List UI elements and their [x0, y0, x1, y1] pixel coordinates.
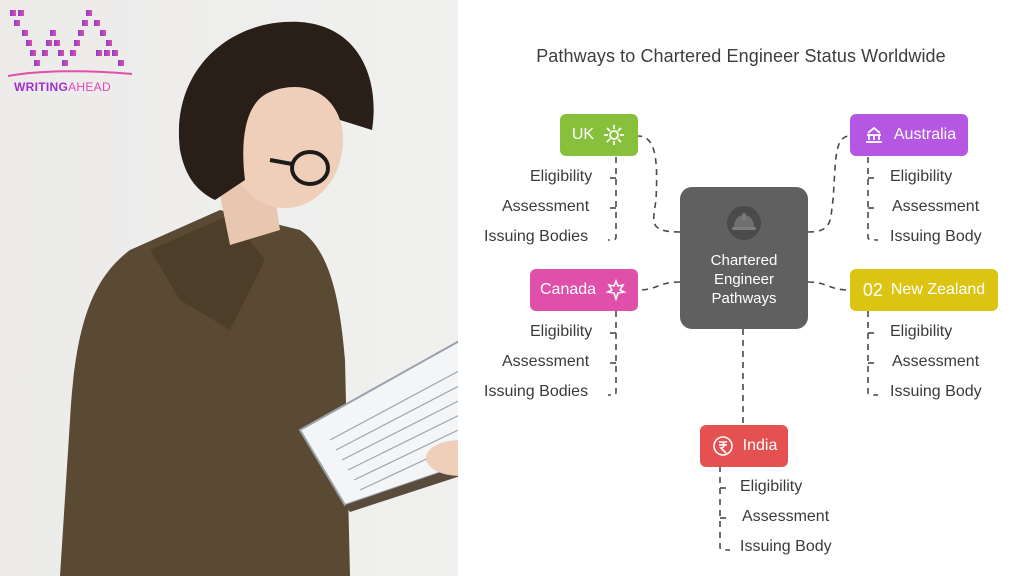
connector-lines — [607, 135, 879, 551]
node-india: India — [700, 425, 788, 467]
center-label-line-3: Pathways — [711, 290, 777, 307]
new-zealand-number-badge: 02 — [862, 279, 883, 300]
node-australia-label: Australia — [893, 126, 957, 143]
gear-cog-icon — [602, 123, 626, 147]
diagram-title: Pathways to Chartered Engineer Status Wo… — [536, 46, 946, 66]
canada-item-eligibility: Eligibility — [530, 323, 593, 340]
node-new-zealand: 02 New Zealand — [850, 269, 998, 311]
india-item-eligibility: Eligibility — [740, 478, 803, 495]
rupee-globe-icon — [711, 434, 735, 458]
node-uk: UK — [560, 114, 638, 156]
new-zealand-item-eligibility: Eligibility — [890, 323, 953, 340]
writing-ahead-logo — [7, 10, 133, 77]
center-node-chartered-engineer-pathways: Chartered Engineer Pathways — [680, 187, 808, 329]
node-australia: Australia — [850, 114, 968, 156]
new-zealand-item-assessment: Assessment — [892, 353, 980, 370]
logo-word-writing: WRITING — [14, 80, 69, 94]
center-label-line-1: Chartered — [710, 252, 778, 269]
uk-item-issuing-bodies: Issuing Bodies — [484, 228, 589, 245]
uk-item-eligibility: Eligibility — [530, 168, 593, 185]
canada-item-issuing-bodies: Issuing Bodies — [484, 383, 589, 400]
node-uk-label: UK — [571, 126, 595, 143]
new-zealand-item-issuing-body: Issuing Body — [890, 383, 982, 400]
hard-hat-icon — [727, 206, 761, 240]
node-india-label: India — [742, 437, 778, 454]
diagram-panel: Pathways to Chartered Engineer Status Wo… — [458, 0, 1024, 576]
australia-item-assessment: Assessment — [892, 198, 980, 215]
uk-item-assessment: Assessment — [502, 198, 590, 215]
logo-word-ahead: AHEAD — [68, 80, 111, 94]
australia-item-eligibility: Eligibility — [890, 168, 953, 185]
india-item-assessment: Assessment — [742, 508, 830, 525]
logo-wordmark: WRITINGAHEAD — [14, 80, 144, 94]
network-hierarchy-icon — [862, 123, 886, 147]
node-canada: Canada — [530, 269, 638, 311]
australia-item-issuing-body: Issuing Body — [890, 228, 982, 245]
maple-leaf-icon — [604, 278, 628, 302]
india-item-issuing-body: Issuing Body — [740, 538, 832, 555]
node-new-zealand-label: New Zealand — [890, 281, 986, 298]
node-canada-label: Canada — [540, 281, 597, 298]
canada-item-assessment: Assessment — [502, 353, 590, 370]
center-label-line-2: Engineer — [713, 271, 775, 288]
